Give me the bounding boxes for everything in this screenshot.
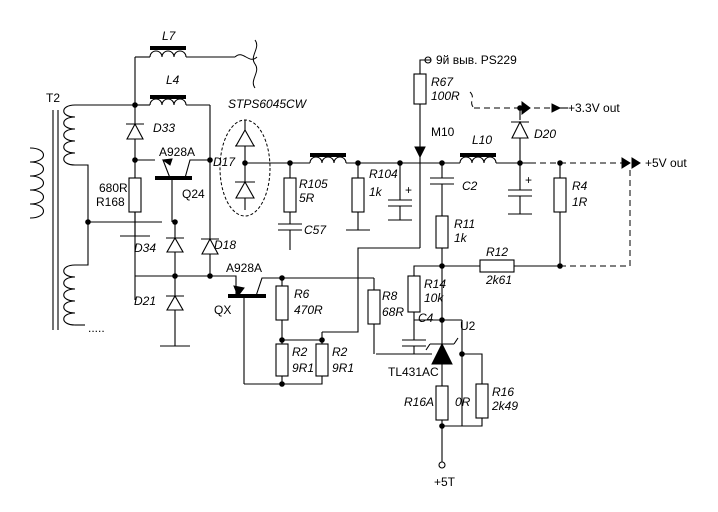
capacitor-c4 [402, 339, 426, 347]
q24-label: Q24 [182, 187, 205, 201]
r2a-label: R2 [292, 345, 308, 359]
c-plus-2: + [525, 173, 532, 187]
capacitor-c2 [430, 177, 454, 185]
c2-label: C2 [462, 179, 478, 193]
t2-label: T2 [46, 91, 60, 105]
r2a-value: 9R1 [292, 361, 314, 375]
d21-label: D21 [134, 294, 156, 308]
resistor-r67 [413, 73, 427, 105]
resistor-r6 [275, 285, 289, 321]
r16-value: 2k49 [491, 399, 518, 413]
p5t-terminal[interactable] [438, 461, 446, 469]
qx-label: QX [214, 303, 231, 317]
resistor-r11 [435, 215, 449, 249]
r2b-value: 9R1 [332, 361, 354, 375]
wire-break-symbol [234, 54, 258, 60]
d33-label: D33 [153, 121, 175, 135]
r2b-label: R2 [332, 345, 348, 359]
l7-label: L7 [162, 29, 177, 43]
r104-label: R104 [369, 167, 398, 181]
r105-label: R105 [299, 177, 328, 191]
inductor-l4 [149, 98, 187, 106]
stps-label: STPS6045CW [228, 97, 308, 111]
r11-label: R11 [454, 217, 475, 231]
r8-label: R8 [382, 289, 398, 303]
r16-label: R16 [492, 385, 514, 399]
resistor-r168 [128, 177, 142, 213]
resistor-r104 [351, 177, 365, 213]
c57-label: C57 [304, 223, 327, 237]
d18-label: D18 [214, 238, 236, 252]
d20-label: D20 [534, 127, 556, 141]
m10-label: M10 [431, 125, 455, 139]
r4-label: R4 [572, 179, 588, 193]
resistor-r105 [283, 177, 297, 213]
r168-value: 680R [99, 181, 128, 195]
inductor-l7 [149, 50, 187, 58]
r14-value: 10k [424, 291, 444, 305]
r16a-value: 0R [455, 395, 471, 409]
diode-d20 [511, 120, 529, 139]
p5t-label: +5T [434, 475, 456, 489]
resistor-r2-right [315, 343, 329, 377]
r168-label: R168 [96, 195, 125, 209]
r12-label: R12 [486, 245, 508, 259]
diode-d21 [166, 294, 184, 311]
inductor-l10 [459, 156, 497, 164]
r67-value: 100R [431, 89, 460, 103]
qx-type-label: A928A [226, 261, 262, 275]
inductor-main [309, 156, 347, 164]
out-3v3-label: +3.3V out [568, 101, 620, 115]
resistor-r8 [367, 289, 381, 325]
u2-label: U2 [460, 319, 476, 333]
r6-value: 470R [294, 303, 323, 317]
resistor-r12 [479, 259, 515, 273]
r67-label: R67 [431, 75, 454, 89]
r16a-label: R16A [404, 395, 434, 409]
r6-label: R6 [294, 287, 310, 301]
resistor-r2-left [275, 343, 289, 377]
diode-d18 [201, 237, 219, 255]
tl431-label: TL431AC [388, 365, 439, 379]
junction-dots [85, 102, 563, 429]
ps229-label: 9й выв. PS229 [436, 53, 517, 67]
r8-value: 68R [382, 305, 404, 319]
c4-label: C4 [418, 311, 434, 325]
q24-type-label: A928A [159, 145, 195, 159]
resistor-r16a [435, 385, 449, 421]
r12-value: 2k61 [485, 273, 512, 287]
diode-d33 [126, 122, 144, 140]
resistor-r14 [407, 275, 421, 313]
c-plus-1: + [405, 183, 412, 197]
resistor-r16 [475, 383, 489, 419]
transformer-t2 [29, 104, 76, 330]
d34-label: D34 [134, 241, 156, 255]
r14-label: R14 [424, 277, 446, 291]
capacitor-c57 [278, 223, 302, 231]
r11-value: 1k [454, 231, 468, 245]
resistor-r4 [553, 177, 567, 213]
diode-d34 [166, 236, 184, 253]
r104-value: 1k [369, 185, 383, 199]
winding-continuation-dots: ..... [88, 321, 105, 335]
l10-label: L10 [472, 133, 492, 147]
r4-value: 1R [572, 195, 588, 209]
r105-value: 5R [299, 191, 315, 205]
l4-label: L4 [166, 73, 180, 87]
out-5v-label: +5V out [645, 156, 687, 170]
d17-label: D17 [213, 155, 236, 169]
